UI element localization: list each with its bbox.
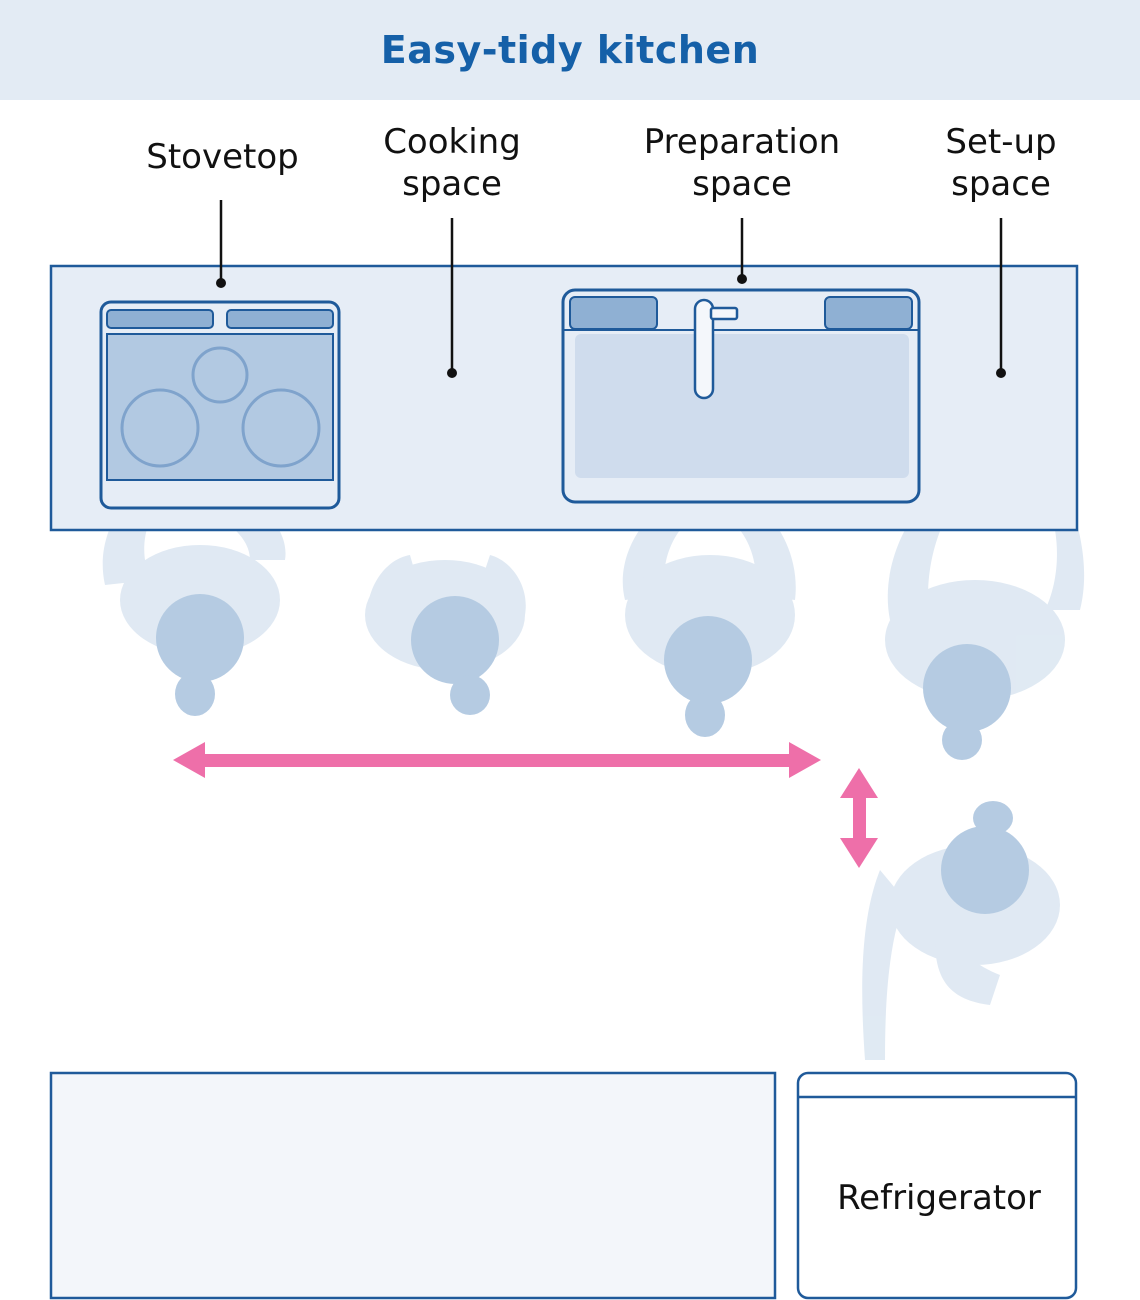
label-stovetop: Stovetop: [146, 137, 299, 177]
person-walking: [862, 801, 1060, 1060]
label-preparation-space: Preparation space: [643, 122, 841, 204]
person-stovetop: [102, 490, 286, 716]
header-banner: Easy-tidy kitchen: [0, 0, 1140, 100]
person-setup: [885, 495, 1085, 760]
movement-arrow-horizontal: [173, 742, 821, 778]
faucet-icon: [693, 298, 715, 400]
leader-dot-stovetop: [216, 278, 226, 288]
leader-dot-setup: [996, 368, 1006, 378]
sink-unit: [561, 288, 921, 504]
leader-dot-cooking: [447, 368, 457, 378]
lower-counter: [49, 1071, 777, 1300]
person-preparation: [622, 505, 796, 737]
movement-arrow-vertical: [840, 768, 878, 868]
people-group: [102, 490, 1085, 1060]
person-cooking: [365, 555, 526, 715]
leader-lines: [219, 200, 1003, 373]
burner-right: [241, 388, 321, 468]
leader-dot-preparation: [737, 274, 747, 284]
label-setup-space: Set-up space: [945, 122, 1057, 204]
burner-left: [120, 388, 200, 468]
label-cooking-space: Cooking space: [383, 122, 521, 204]
page-title: Easy-tidy kitchen: [380, 28, 760, 72]
label-refrigerator: Refrigerator: [837, 1178, 1041, 1218]
stovetop-unit: [99, 300, 341, 510]
refrigerator-unit: [796, 1071, 1078, 1300]
burner-small: [191, 346, 249, 404]
